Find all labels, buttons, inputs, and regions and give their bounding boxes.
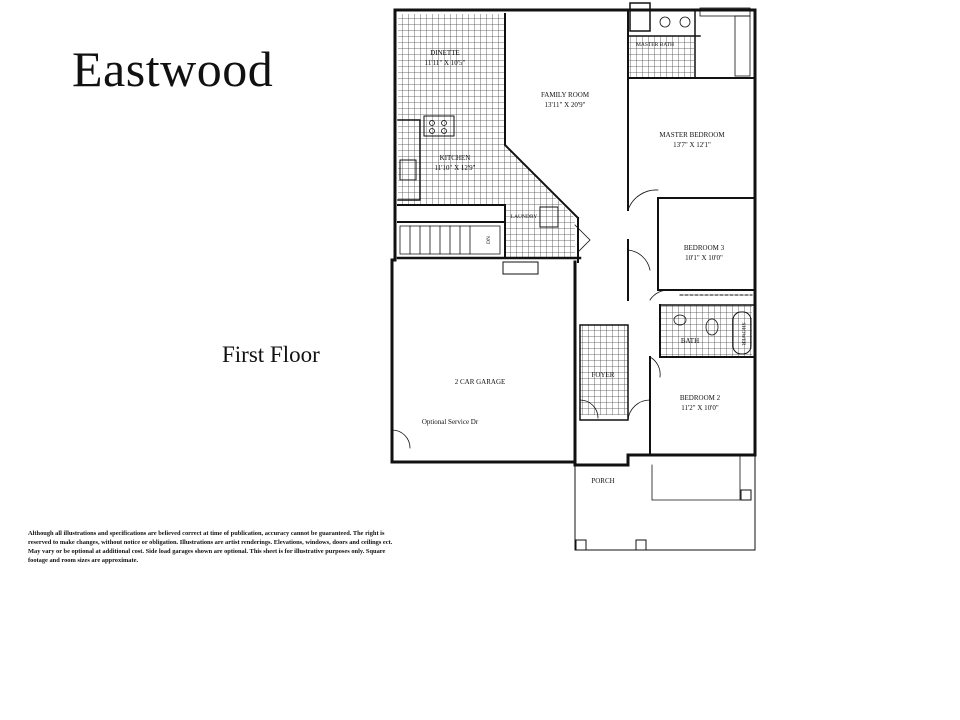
tiled-floor <box>398 14 752 415</box>
room-dinette-name: DINETTE <box>430 49 460 57</box>
room-kitchen-name: KITCHEN <box>440 154 471 162</box>
floor-label: First Floor <box>222 342 320 367</box>
room-master-size: 13'7" X 12'1" <box>673 141 711 149</box>
room-family-size: 13'11" X 20'9" <box>544 101 585 109</box>
room-laundry-name: LAUNDRY <box>511 214 538 220</box>
service-door-label: Optional Service Dr <box>422 418 479 426</box>
room-family-name: FAMILY ROOM <box>541 91 590 99</box>
room-dinette-size: 11'11" X 10'5" <box>425 59 466 67</box>
porch-outline <box>574 454 756 551</box>
room-bedroom2-name: BEDROOM 2 <box>680 394 721 402</box>
plan-title: Eastwood <box>72 41 274 97</box>
disclaimer-text: Although all illustrations and specifica… <box>28 530 393 564</box>
room-bedroom3-name: BEDROOM 3 <box>684 244 725 252</box>
room-porch-name: PORCH <box>591 477 614 485</box>
room-master-bath-name: MASTER BATH <box>636 42 674 48</box>
room-bath-name: BATH <box>681 337 699 345</box>
room-kitchen-size: 11'10" X 12'9" <box>434 164 475 172</box>
stairs-label: DN <box>486 236 492 244</box>
room-shower-name: SHOWER <box>740 322 746 346</box>
room-foyer-name: FOYER <box>592 371 615 379</box>
room-bedroom3-size: 10'1" X 10'0" <box>685 254 723 262</box>
room-master-name: MASTER BEDROOM <box>659 131 725 139</box>
room-garage-name: 2 CAR GARAGE <box>455 378 506 386</box>
room-bedroom2-size: 11'2" X 10'0" <box>681 404 719 412</box>
